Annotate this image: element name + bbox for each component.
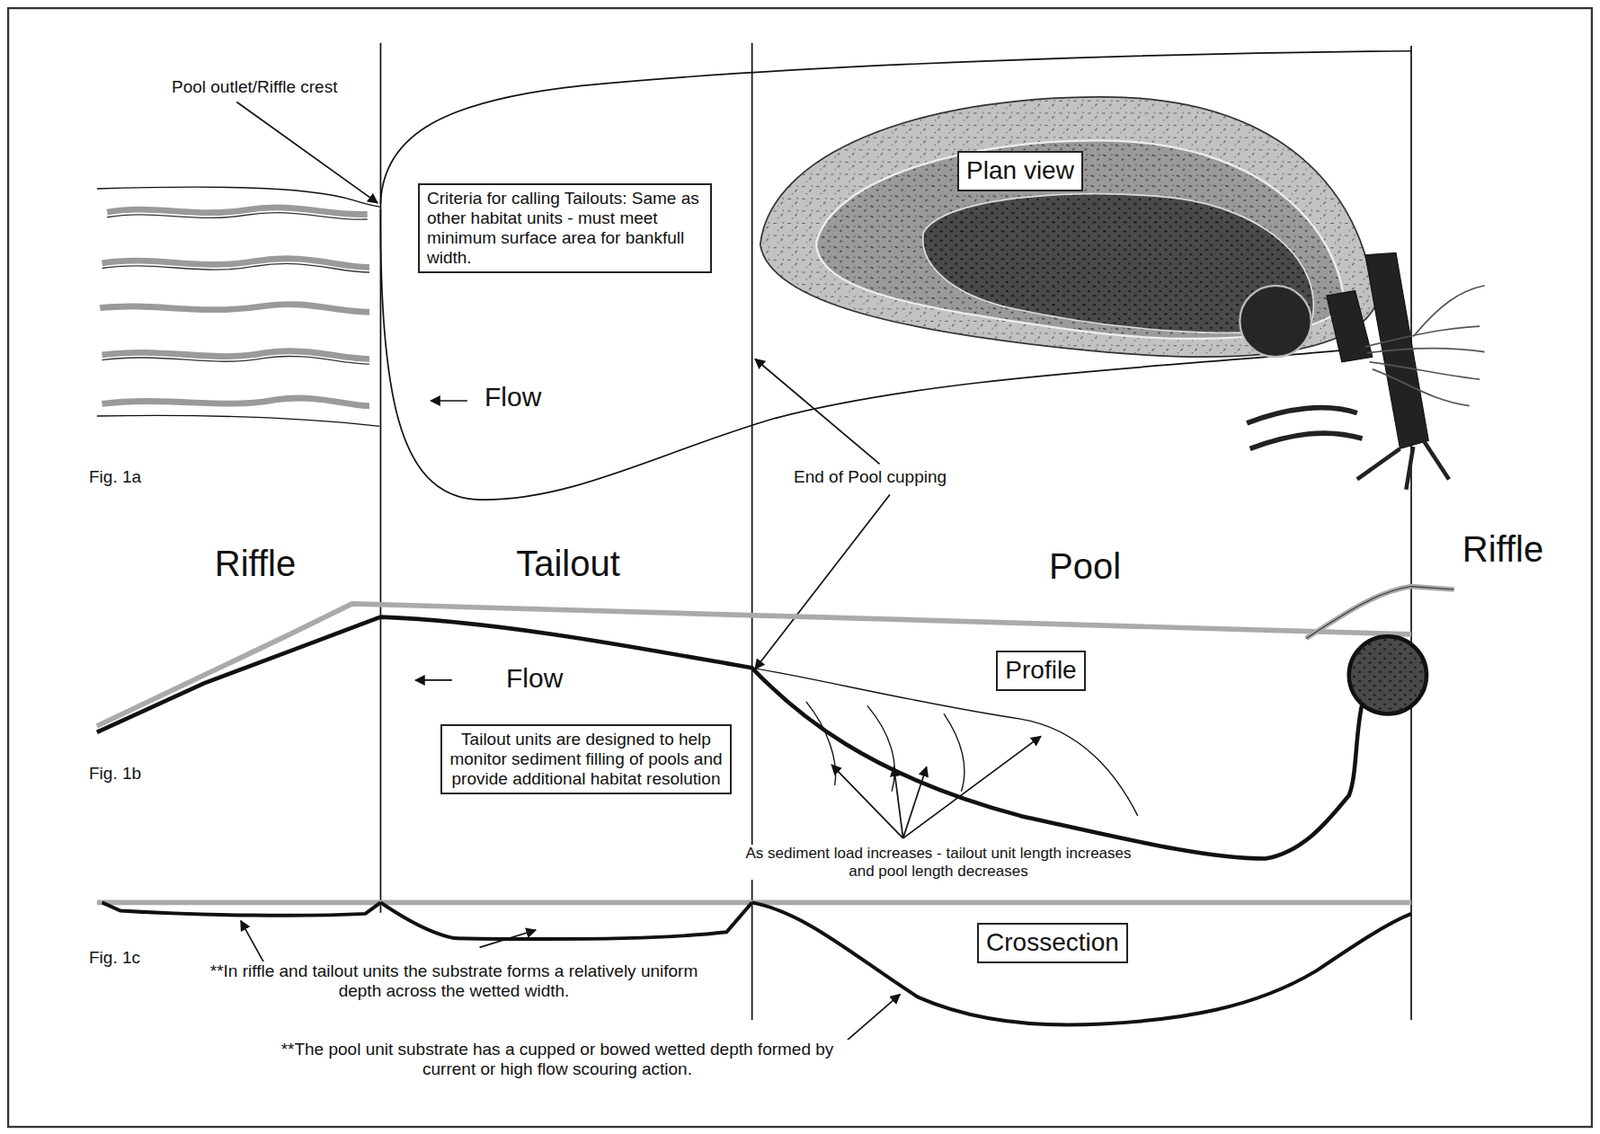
figure-number: Fig. 1c	[86, 948, 143, 969]
callout-note: **The pool unit substrate has a cupped o…	[257, 1040, 857, 1080]
callout-note: **In riffle and tailout units the substr…	[186, 961, 722, 1002]
callout-note: As sediment load increases - tailout uni…	[742, 844, 1135, 880]
criteria-box: Criteria for calling Tailouts: Same as o…	[417, 183, 712, 274]
view-title-box: Plan view	[957, 151, 1084, 192]
callout-label: Pool outlet/Riffle crest	[168, 77, 340, 98]
figure-number: Fig. 1b	[86, 764, 144, 784]
unit-name: Tailout	[513, 542, 623, 585]
unit-name: Riffle	[1459, 528, 1547, 570]
box-text: Plan view	[966, 156, 1075, 186]
note-box: Tailout units are designed to help monit…	[440, 724, 732, 795]
view-title-box: Profile	[995, 650, 1086, 692]
crossection-drawing	[97, 902, 1412, 1025]
box-text: Tailout units are designed to help monit…	[449, 729, 723, 790]
flow-label: Flow	[503, 663, 566, 695]
view-title-box: Crossection	[977, 923, 1129, 964]
box-text: Criteria for calling Tailouts: Same as o…	[426, 188, 703, 267]
figure-number: Fig. 1a	[86, 467, 144, 488]
callout-label: End of Pool cupping	[791, 467, 950, 488]
plan-view-drawing	[97, 51, 1485, 500]
profile-drawing	[97, 586, 1455, 860]
unit-name: Pool	[1046, 545, 1124, 587]
flow-label: Flow	[481, 382, 544, 414]
frame	[8, 8, 1592, 1128]
box-text: Profile	[1004, 656, 1077, 685]
unit-dividers	[380, 43, 1412, 1021]
box-text: Crossection	[986, 928, 1120, 958]
unit-name: Riffle	[212, 542, 299, 585]
